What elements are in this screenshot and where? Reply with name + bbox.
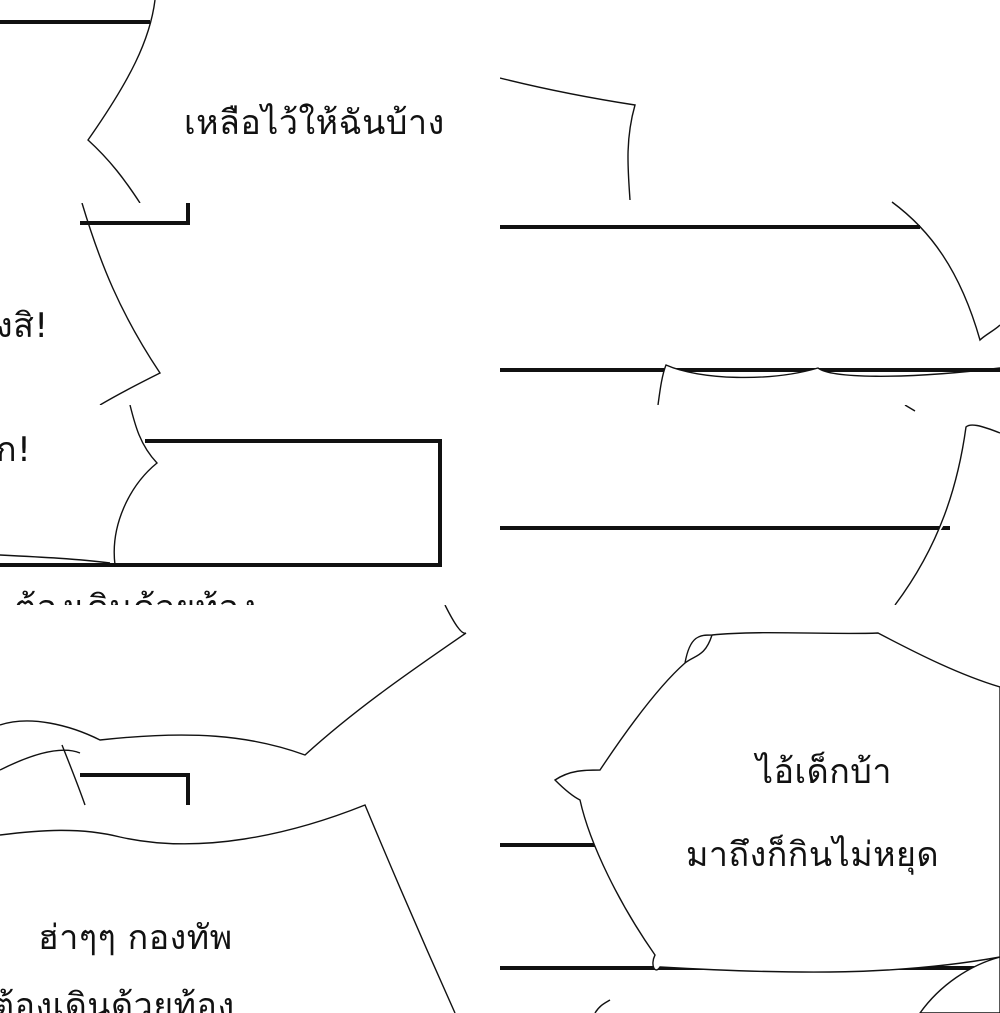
bubble-text-top-left: เหลือไว้ให้ฉันบ้าง [184, 103, 445, 143]
panel-mid-right-art [500, 405, 1000, 605]
bubble-text-bottom-left-1: ฮ่าๆๆ กองทัพ [38, 918, 233, 958]
panel-mid-left-lower: ก! ต้องเดินด้วยท้อง [0, 405, 500, 605]
panel-top-right-art [500, 77, 1000, 405]
bubble-text-cut: ต้องเดินด้วยท้อง [14, 591, 257, 605]
panel-top-right [500, 0, 1000, 405]
panel-mid-right [500, 405, 1000, 605]
panel-bottom-right: ไอ้เด็กบ้า มาถึงก็กินไม่หยุด [500, 605, 1000, 1013]
panel-top-left: เหลือไว้ให้ฉันบ้าง [0, 0, 500, 203]
panel-bottom-left: ฮ่าๆๆ กองทัพ ต้องเดินด้วยท้อง [0, 605, 500, 1013]
panel-bottom-left-art [0, 605, 467, 1013]
panel-mid-left-lower-art [0, 405, 442, 567]
bubble-text-bottom-right-1: ไอ้เด็กบ้า [756, 752, 892, 792]
bubble-text-fragment-2: ก! [0, 430, 32, 470]
panel-bottom-right-art [500, 632, 1000, 1013]
panel-top-left-art [0, 0, 156, 203]
panel-mid-left-art [80, 203, 190, 405]
bubble-text-bottom-left-2: ต้องเดินด้วยท้อง [0, 986, 235, 1013]
bubble-text-fragment-1: งสิ! [0, 306, 49, 346]
panel-mid-left: งสิ! [0, 203, 500, 405]
bubble-text-bottom-right-2: มาถึงก็กินไม่หยุด [686, 835, 940, 875]
